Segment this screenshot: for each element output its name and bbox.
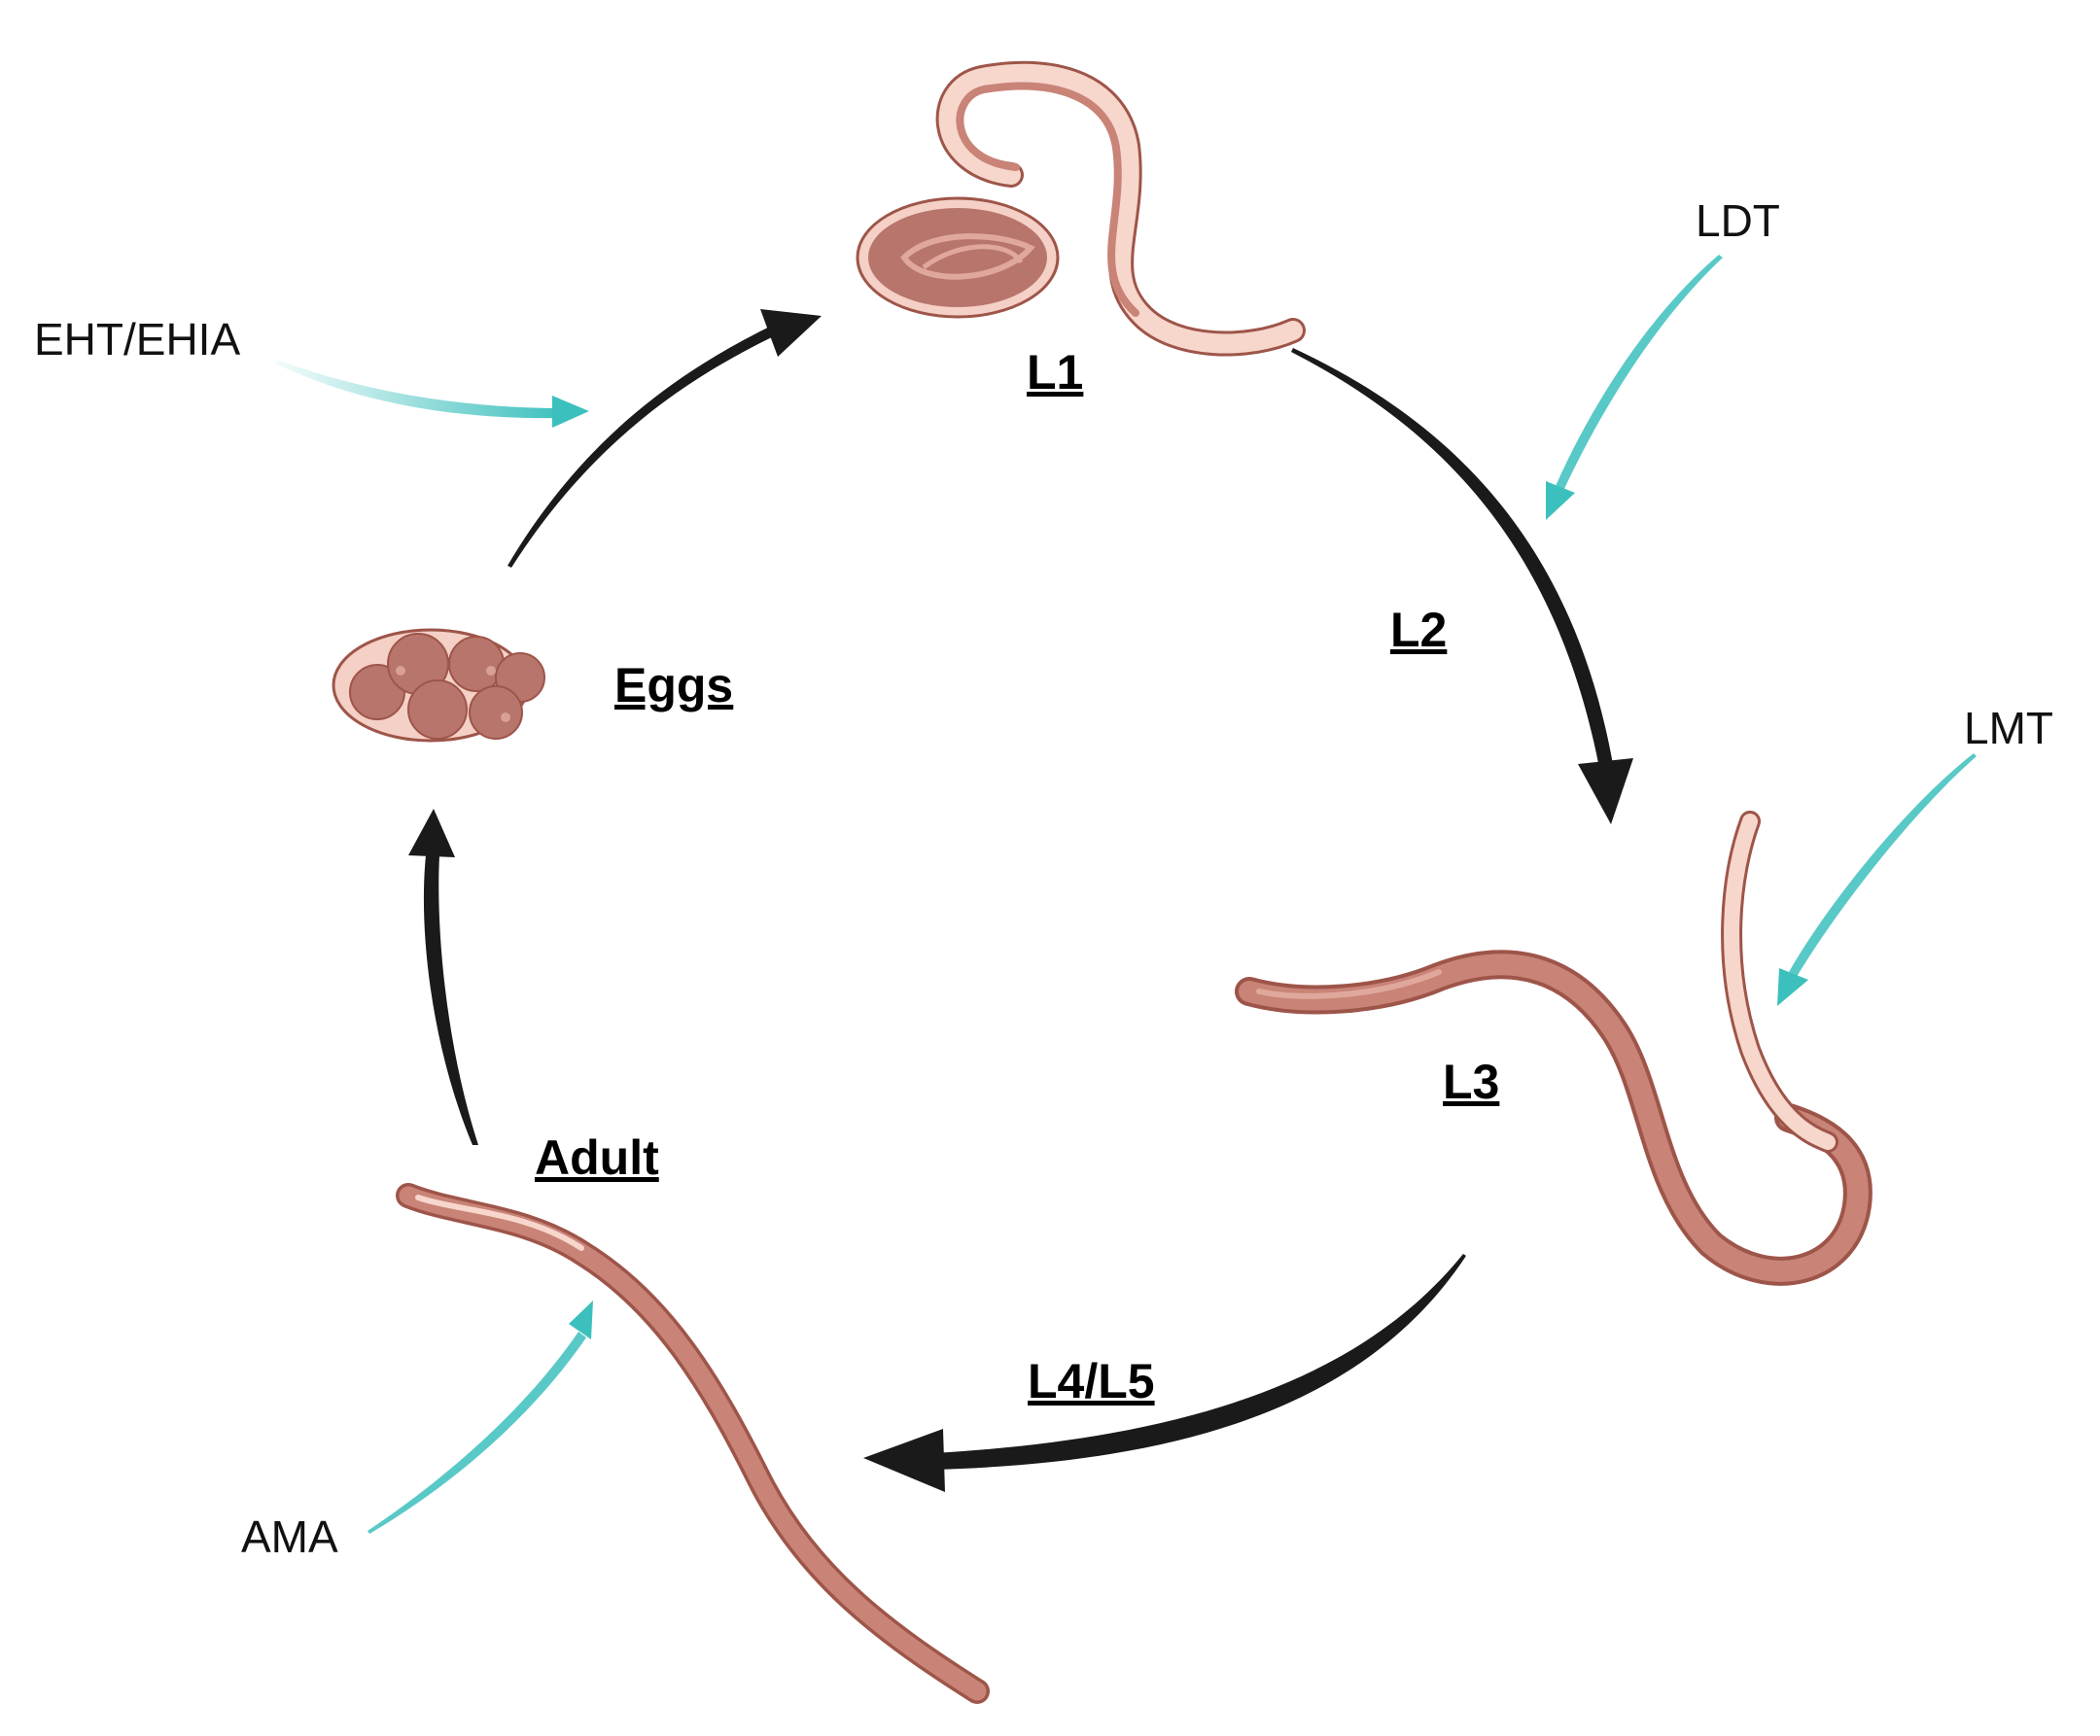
arrow-l3-to-adult <box>863 1254 1466 1492</box>
assay-label-ama: AMA <box>241 1511 338 1562</box>
l1-egg-illustration <box>856 196 1060 319</box>
stage-label-adult: Adult <box>535 1130 659 1185</box>
stage-label-eggs: Eggs <box>614 658 733 712</box>
arrow-adult-to-eggs <box>408 809 478 1145</box>
stage-label-l3: L3 <box>1443 1055 1499 1109</box>
arrow-l1-to-l3 <box>1291 348 1633 824</box>
eggs-illustration <box>332 628 545 743</box>
assay-label-ehia: EHT/EHIA <box>34 314 240 365</box>
stage-label-l1: L1 <box>1027 345 1083 399</box>
arrow-eggs-to-l1 <box>508 309 822 568</box>
l3-worm-illustration <box>1235 950 1872 1286</box>
assay-arrow-ama <box>368 1301 593 1534</box>
assay-label-ldt: LDT <box>1696 195 1780 246</box>
adult-worm-illustration <box>396 1183 990 1704</box>
stage-label-l2: L2 <box>1390 603 1447 657</box>
stage-label-l4l5: L4/L5 <box>1028 1354 1155 1408</box>
assay-label-lmt: LMT <box>1964 703 2053 753</box>
assay-arrow-ehia <box>275 360 589 428</box>
assay-arrow-ldt <box>1546 255 1723 520</box>
assay-arrow-lmt <box>1777 753 1977 1006</box>
l3-sheath-illustration <box>1721 811 1838 1153</box>
l1-worm-illustration <box>935 60 1306 357</box>
